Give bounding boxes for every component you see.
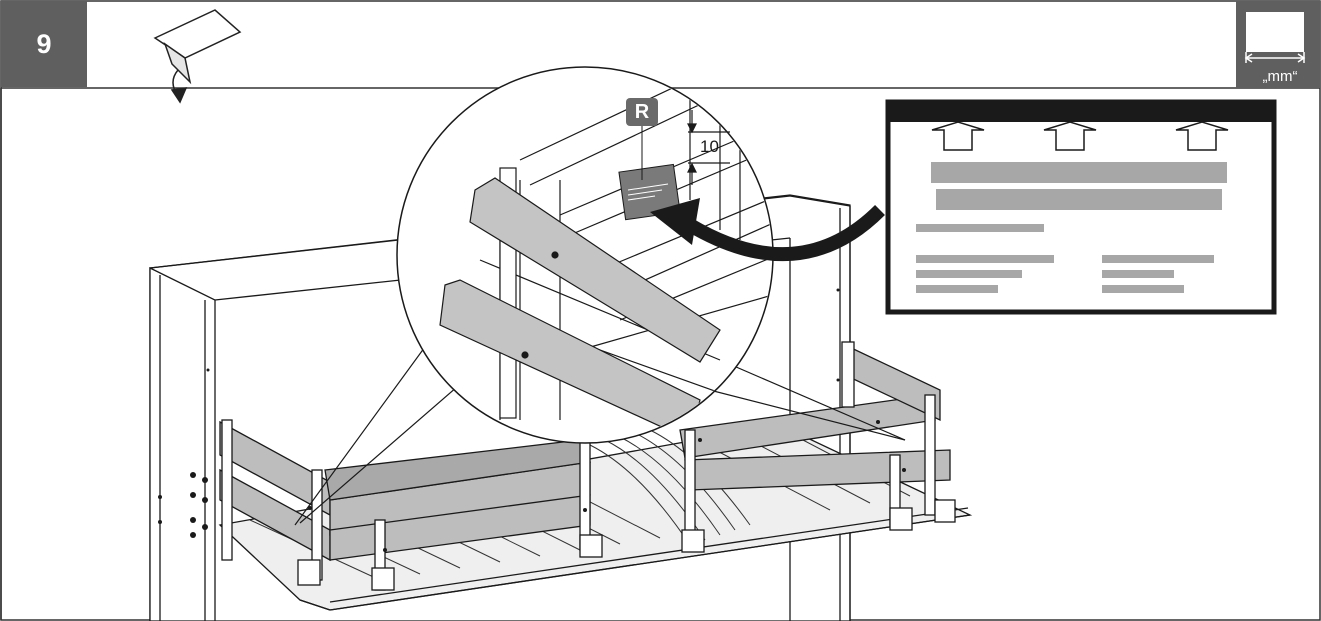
unit-label: „mm“ <box>1262 68 1298 85</box>
label-sheet-panel <box>885 99 1277 315</box>
detail-magnifier <box>396 66 774 444</box>
step-number-badge: 9 <box>1 1 87 87</box>
label-badge: R <box>626 98 658 126</box>
curved-arrow-icon <box>650 198 885 262</box>
dimension-value: 10 <box>700 137 719 156</box>
step-number: 9 <box>36 28 52 59</box>
label-sticker-icon <box>153 9 242 104</box>
label-badge-text: R <box>634 100 650 123</box>
detail-callout-lines <box>294 339 906 526</box>
measurement-unit-icon <box>1236 1 1320 88</box>
